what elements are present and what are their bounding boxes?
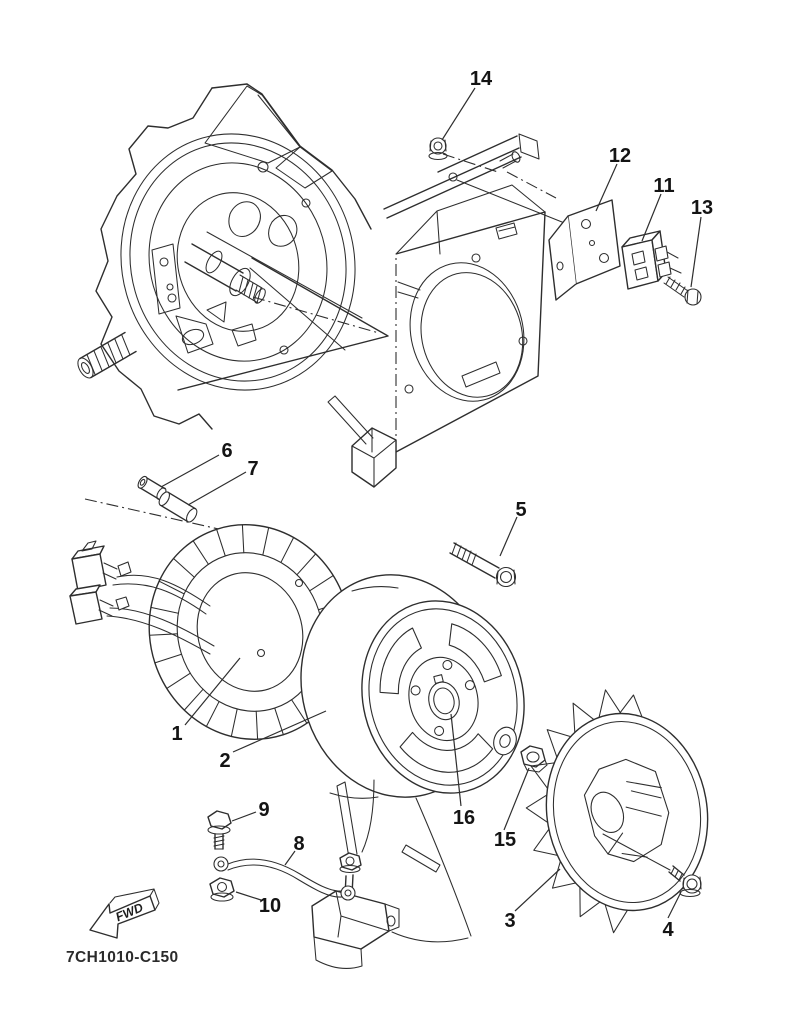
callout-5: 5 [515,499,526,521]
stator-connectors-drawing [69,540,215,655]
stator-drawing [148,524,352,740]
leader-lines [160,87,702,919]
callout-2: 2 [219,750,230,772]
callout-9: 9 [258,799,269,821]
leader-line-13 [690,216,702,288]
callout-16: 16 [453,807,475,829]
leader-line-4 [667,891,682,919]
leader-line-2 [232,710,327,753]
bracket-drawing [548,199,621,301]
crankcase-drawing [77,83,372,430]
leader-line-3 [514,868,561,912]
callout-13: 13 [691,197,713,219]
flywheel-drawing [300,574,525,799]
bolt-5-drawing [449,542,517,588]
bolt-14-drawing [428,137,499,173]
callout-6: 6 [221,440,232,462]
leader-line-11 [641,193,662,242]
threaded-boss [77,331,137,379]
dowel-pins-drawing [137,475,198,523]
callout-4: 4 [662,919,674,941]
callout-7: 7 [247,458,258,480]
callout-15: 15 [494,829,516,851]
screw-13-drawing [663,276,702,306]
bolt-9-drawing [207,810,232,850]
leader-line-12 [595,163,618,212]
fan-shroud-drawing [327,133,568,488]
leader-line-7 [187,471,247,506]
nut-15-drawing [520,745,548,773]
crankcase-foot-drawing [311,779,472,969]
rectifier-drawing [621,230,682,290]
callout-10: 10 [259,895,281,917]
fwd-label: FWD [114,900,146,924]
leader-line-8 [284,850,296,866]
callout-8: 8 [293,833,304,855]
callout-3: 3 [504,910,515,932]
ground-wire-drawing [207,810,356,902]
leader-line-6 [160,454,220,488]
leader-line-9 [231,811,257,822]
leader-line-16 [450,713,462,807]
callout-11: 11 [653,175,674,197]
callout-1: 1 [171,723,182,745]
washer-16-drawing [493,726,517,756]
callout-12: 12 [609,145,631,167]
assembly-axis-arrow [84,257,389,533]
leader-line-10 [235,891,262,901]
leader-line-1 [184,657,241,726]
callout-14: 14 [470,68,493,90]
part-code: 7CH1010-C150 [66,949,179,966]
fan-drawing [525,689,709,934]
leader-line-14 [441,87,476,141]
nut-10-drawing [209,877,235,902]
callouts-layer: 1 2 3 4 5 6 7 8 9 10 11 12 13 14 15 16 [171,68,713,941]
fan-blades [525,689,643,934]
leader-line-15 [503,767,530,831]
leader-line-5 [499,516,518,557]
fwd-arrow: FWD [89,888,160,939]
